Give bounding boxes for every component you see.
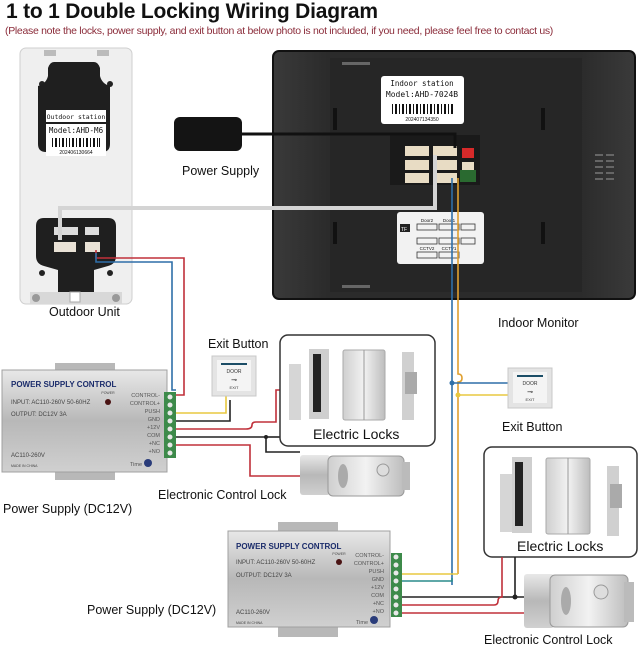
svg-text:+NO: +NO [373, 609, 385, 615]
outdoor-sticker-model: Model:AHD-M6 [49, 126, 104, 135]
svg-text:GND: GND [148, 417, 160, 423]
svg-text:+12V: +12V [147, 425, 160, 431]
electric-locks-1 [279, 334, 436, 447]
svg-text:DOOR: DOOR [523, 381, 538, 387]
psu1-output: OUTPUT: DC12V 3A [11, 412, 67, 418]
outdoor-sticker-title: Outdoor station [47, 113, 106, 121]
psu1-ac: AC110-260V [11, 453, 45, 459]
psu2-terminal-labels: CONTROL- CONTROL+ PUSH GND +12V COM +NC … [354, 553, 385, 615]
psu1-made: MADE IN CHINA [11, 464, 38, 468]
control-lock-1-label: Electronic Control Lock [158, 488, 287, 502]
wire-teal-psu2 [402, 578, 453, 582]
outdoor-sticker-serial: 202406130664 [59, 150, 93, 156]
video-cable [58, 155, 437, 240]
indoor-sticker-model: Model:AHD-7024B [386, 90, 458, 99]
psu2-time-knob[interactable] [370, 616, 378, 624]
psu2-input: INPUT: AC110-260V 50-60HZ [236, 560, 316, 566]
exit-button-1-label: Exit Button [208, 337, 269, 351]
outdoor-barcode [52, 138, 100, 147]
outdoor-unit-label: Outdoor Unit [49, 305, 120, 319]
psu2-brand: POWER SUPPLY CONTROL [236, 542, 341, 551]
svg-text:+12V: +12V [371, 585, 384, 591]
exit-button-2-label: Exit Button [502, 420, 563, 434]
psu2-label: Power Supply (DC12V) [87, 603, 217, 617]
psu2-made: MADE IN CHINA [236, 621, 263, 625]
key-icon: ⊸ [527, 389, 533, 396]
psu1-terminal-labels: CONTROL- CONTROL+ PUSH GND +12V COM +NC … [130, 393, 161, 455]
diagram-title: 1 to 1 Double Locking Wiring Diagram [6, 0, 378, 23]
wire-black-psu1-exit [176, 400, 231, 422]
svg-text:EXIT: EXIT [230, 385, 239, 390]
wire-black-psu1-com [176, 436, 300, 453]
indoor-sticker-title: Indoor station [390, 79, 453, 88]
port-label-cctv1: CCTV1 [442, 246, 457, 251]
svg-text:EXIT: EXIT [526, 397, 535, 402]
port-label-door1: Door1 [443, 218, 456, 223]
control-lock-2 [524, 574, 634, 628]
power-adapter [174, 117, 457, 151]
diagram-subtitle: (Please note the locks, power supply, an… [5, 25, 554, 37]
svg-text:CONTROL-: CONTROL- [355, 553, 384, 559]
svg-text:CONTROL+: CONTROL+ [130, 401, 160, 407]
svg-text:+NO: +NO [149, 449, 161, 455]
psu2-power-led [336, 559, 342, 565]
power-supply-unit-1: POWER SUPPLY CONTROL INPUT: AC110-260V 5… [1, 363, 176, 480]
control-lock-1 [300, 455, 410, 497]
indoor-monitor-label: Indoor Monitor [498, 316, 579, 330]
wire-red-psu2-lock [402, 557, 503, 606]
psu1-time-knob[interactable] [144, 459, 152, 467]
psu1-power-led [105, 399, 111, 405]
svg-text:COM: COM [147, 433, 160, 439]
power-supply-adapter-label: Power Supply [182, 164, 260, 178]
svg-text:+NC: +NC [373, 601, 384, 607]
indoor-monitor: Indoor station Model:AHD-7024B 202407134… [272, 50, 636, 300]
control-lock-2-label: Electronic Control Lock [484, 633, 613, 647]
svg-text:GND: GND [372, 577, 384, 583]
wire-blue-outdoor [95, 253, 176, 391]
psu1-input: INPUT: AC110-260V 50-60HZ [11, 400, 91, 406]
svg-text:COM: COM [371, 593, 384, 599]
svg-text:PUSH: PUSH [369, 569, 384, 575]
wire-yellow-psu1-exit [176, 395, 227, 414]
electric-locks-2-label: Electric Locks [517, 538, 604, 554]
psu1-terminal-block [164, 392, 176, 458]
wire-red-psu1-lock [176, 389, 280, 430]
svg-text:CONTROL+: CONTROL+ [354, 561, 384, 567]
port-label-door2: Door2 [421, 218, 434, 223]
psu1-power-label: POWER [101, 391, 115, 395]
key-icon: ⊸ [231, 377, 237, 384]
psu2-terminal-block [391, 553, 402, 617]
psu1-time-label: Time [130, 462, 142, 468]
svg-text:CONTROL-: CONTROL- [131, 393, 160, 399]
psu1-brand: POWER SUPPLY CONTROL [11, 380, 116, 389]
psu2-ac: AC110-260V [236, 610, 270, 616]
wire-red-psu1-nc [176, 444, 300, 477]
svg-text:+NC: +NC [149, 441, 160, 447]
psu2-time-label: Time [356, 620, 368, 626]
port-label-cctv2: CCTV2 [420, 246, 435, 251]
exit-button-1: DOOR ⊸ EXIT [211, 355, 257, 397]
indoor-barcode [392, 104, 453, 114]
electric-locks-1-label: Electric Locks [313, 426, 400, 442]
psu1-label: Power Supply (DC12V) [3, 502, 133, 516]
psu2-output: OUTPUT: DC12V 3A [236, 573, 292, 579]
svg-text:PUSH: PUSH [145, 409, 160, 415]
exit-button-2: DOOR ⊸ EXIT [507, 367, 553, 409]
wire-orange-indoor [457, 178, 463, 574]
electric-locks-2 [483, 446, 638, 558]
indoor-sticker-serial: 202407134350 [405, 117, 439, 123]
tf-label: TF [401, 227, 407, 233]
psu2-power-label: POWER [332, 552, 346, 556]
outdoor-unit: Outdoor station Model:AHD-M6 20240613066… [19, 47, 133, 305]
svg-text:DOOR: DOOR [227, 369, 242, 375]
power-supply-unit-2: POWER SUPPLY CONTROL INPUT: AC110-260V 5… [227, 522, 402, 637]
